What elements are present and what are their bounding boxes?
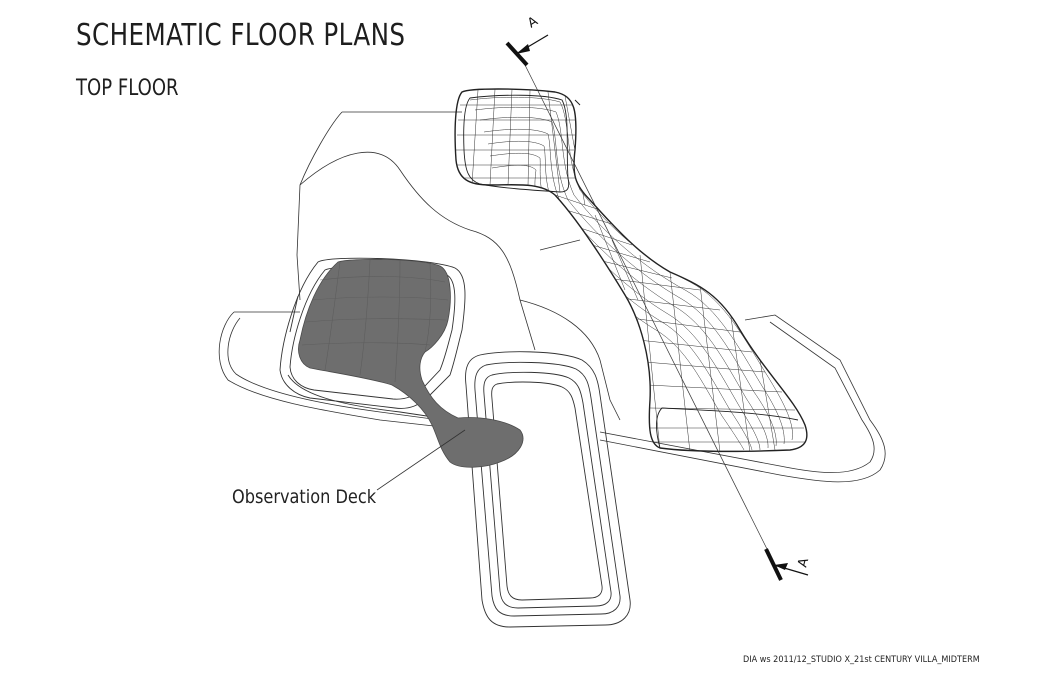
tower-wireframe (454, 88, 808, 453)
deck-leader-line (376, 429, 466, 491)
section-label-bottom: A (795, 556, 812, 569)
page-title: SCHEMATIC FLOOR PLANS (76, 18, 406, 53)
observation-deck-label: Observation Deck (232, 486, 377, 508)
section-marker-top: A (505, 14, 549, 67)
section-marker-bottom: A (764, 548, 812, 581)
site-boundary (218, 111, 886, 483)
footer-credit: DIA ws 2011/12_STUDIO X_21st CENTURY VIL… (743, 655, 980, 665)
section-label-top: A (525, 14, 541, 31)
section-line (519, 54, 776, 566)
observation-deck-shape (298, 259, 524, 468)
floor-subtitle: TOP FLOOR (76, 76, 179, 101)
lower-volume (465, 351, 631, 628)
